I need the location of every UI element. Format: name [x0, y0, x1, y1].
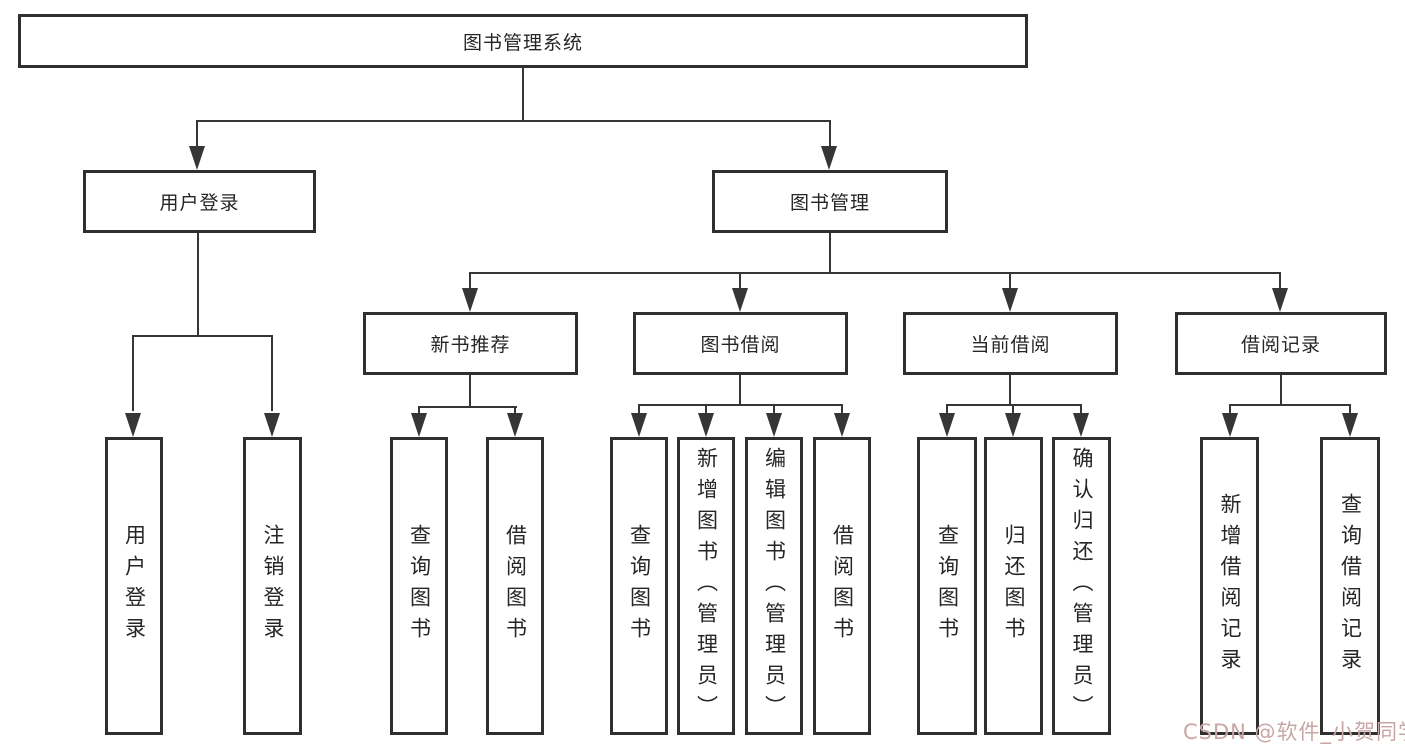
- node-label: 用户登录: [159, 192, 240, 214]
- connector-line: [1279, 272, 1281, 292]
- connector-line: [132, 335, 134, 411]
- connector-line: [705, 404, 707, 416]
- connector-line: [132, 335, 273, 337]
- arrow-down-icon: [939, 413, 955, 437]
- connector-line: [197, 233, 199, 336]
- leaf-label: 归还图书: [1002, 524, 1026, 648]
- node-current-borrowing: 当前借阅: [903, 312, 1118, 375]
- connector-line: [829, 233, 831, 274]
- arrow-down-icon: [1002, 288, 1018, 312]
- connector-line: [418, 406, 517, 408]
- connector-line: [196, 120, 198, 150]
- connector-line: [829, 120, 831, 150]
- node-new-book-recommendation: 新书推荐: [363, 312, 578, 375]
- connector-line: [638, 404, 843, 406]
- leaf-query-books-borrowing: 查询图书: [610, 437, 668, 735]
- watermark: CSDN @软件_小贺同学: [1183, 720, 1405, 744]
- node-label: 图书借阅: [700, 334, 781, 356]
- leaf-label: 注销登录: [261, 524, 285, 648]
- arrow-down-icon: [1342, 413, 1358, 437]
- leaf-borrow-books-recommend: 借阅图书: [486, 437, 544, 735]
- connector-line: [638, 404, 640, 416]
- connector-line: [1229, 404, 1231, 416]
- arrow-down-icon: [125, 413, 141, 437]
- leaf-add-book-admin: 新增图书（管理员）: [677, 437, 735, 735]
- connector-line: [469, 272, 1281, 274]
- connector-line: [418, 406, 420, 418]
- leaf-label: 查询图书: [935, 524, 960, 648]
- connector-line: [1009, 272, 1011, 292]
- arrow-down-icon: [1073, 413, 1089, 437]
- connector-line: [469, 375, 471, 408]
- connector-line: [522, 68, 524, 122]
- arrow-down-icon: [766, 413, 782, 437]
- connector-line: [1080, 404, 1082, 416]
- node-label: 图书管理: [789, 192, 870, 214]
- leaf-label: 借阅图书: [503, 524, 528, 648]
- connector-line: [946, 404, 948, 416]
- connector-line: [1280, 375, 1282, 406]
- connector-line: [1012, 404, 1014, 416]
- arrow-down-icon: [732, 288, 748, 312]
- leaf-add-borrow-record: 新增借阅记录: [1200, 437, 1259, 735]
- node-label: 当前借阅: [970, 334, 1051, 356]
- leaf-label: 编辑图书（管理员）: [762, 446, 787, 726]
- leaf-query-borrow-record: 查询借阅记录: [1320, 437, 1380, 735]
- leaf-return-book: 归还图书: [984, 437, 1043, 735]
- connector-line: [1349, 404, 1351, 416]
- connector-line: [271, 335, 273, 411]
- node-borrowing-records: 借阅记录: [1175, 312, 1387, 375]
- connector-line: [739, 375, 741, 406]
- leaf-label: 借阅图书: [830, 524, 855, 648]
- arrow-down-icon: [821, 146, 837, 170]
- leaf-label: 查询借阅记录: [1338, 493, 1363, 679]
- arrow-down-icon: [834, 413, 850, 437]
- leaf-label: 查询图书: [627, 524, 652, 648]
- node-label: 图书管理系统: [462, 31, 583, 54]
- leaf-user-login: 用户登录: [105, 437, 163, 735]
- connector-line: [946, 404, 1082, 406]
- arrow-down-icon: [1005, 413, 1021, 437]
- connector-line: [1009, 375, 1011, 406]
- arrow-down-icon: [1272, 288, 1288, 312]
- connector-line: [469, 272, 471, 292]
- leaf-label: 新增借阅记录: [1218, 493, 1242, 679]
- leaf-label: 查询图书: [407, 524, 432, 648]
- leaf-confirm-return-admin: 确认归还（管理员）: [1052, 437, 1111, 735]
- connector-line: [739, 272, 741, 292]
- leaf-logout-login: 注销登录: [243, 437, 302, 735]
- node-book-borrowing: 图书借阅: [633, 312, 848, 375]
- arrow-down-icon: [264, 413, 280, 437]
- arrow-down-icon: [631, 413, 647, 437]
- node-library-management-system: 图书管理系统: [18, 14, 1028, 68]
- leaf-label: 新增图书（管理员）: [694, 446, 719, 726]
- arrow-down-icon: [189, 146, 205, 170]
- leaf-query-books-current: 查询图书: [917, 437, 977, 735]
- connector-line: [514, 406, 516, 418]
- leaf-borrow-books-borrowing: 借阅图书: [813, 437, 871, 735]
- arrow-down-icon: [411, 413, 427, 437]
- leaf-query-books-recommend: 查询图书: [390, 437, 448, 735]
- connector-line: [1229, 404, 1351, 406]
- leaf-edit-book-admin: 编辑图书（管理员）: [745, 437, 803, 735]
- arrow-down-icon: [698, 413, 714, 437]
- node-label: 借阅记录: [1240, 334, 1321, 356]
- leaf-label: 确认归还（管理员）: [1070, 446, 1094, 726]
- node-label: 新书推荐: [430, 334, 511, 356]
- connector-line: [196, 120, 831, 122]
- node-user-login: 用户登录: [83, 170, 316, 233]
- connector-line: [773, 404, 775, 416]
- connector-line: [841, 404, 843, 416]
- leaf-label: 用户登录: [122, 524, 147, 648]
- arrow-down-icon: [462, 288, 478, 312]
- arrow-down-icon: [1222, 413, 1238, 437]
- node-book-management: 图书管理: [712, 170, 948, 233]
- arrow-down-icon: [507, 413, 523, 437]
